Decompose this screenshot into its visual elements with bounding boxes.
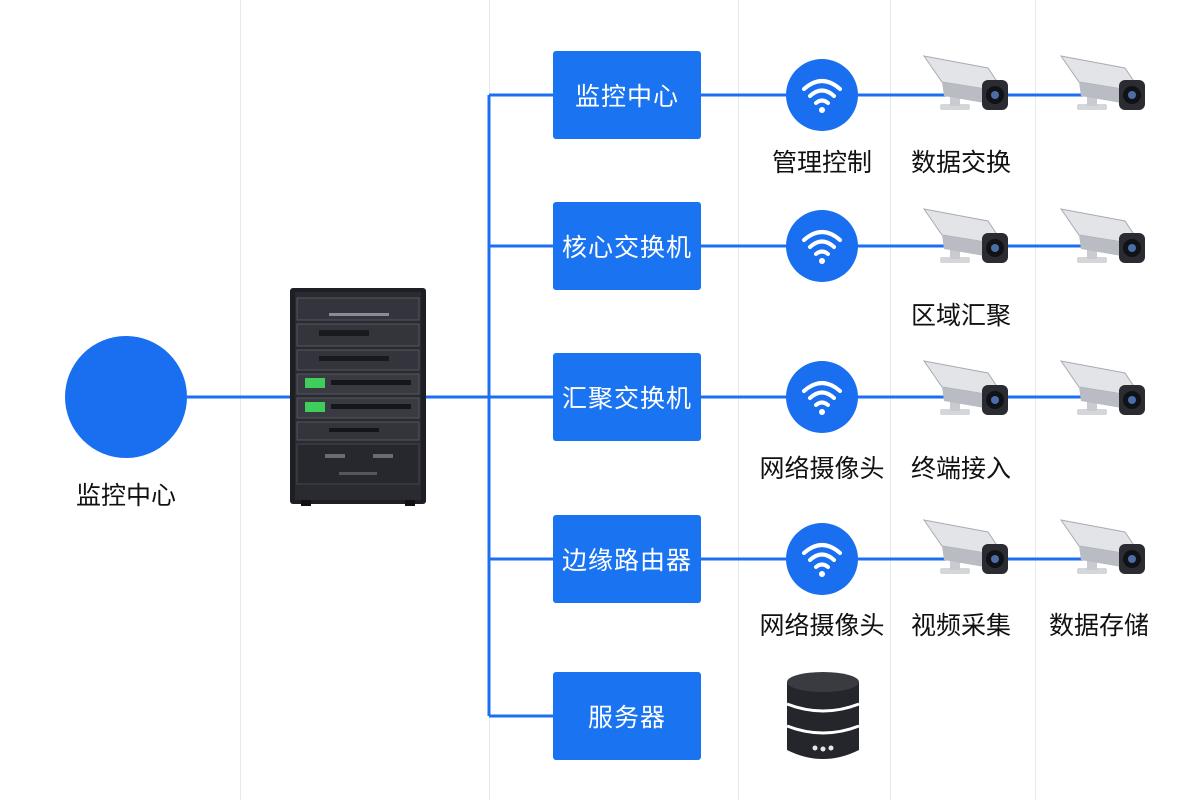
security-camera-icon: [923, 519, 1009, 575]
wifi-icon: [786, 361, 858, 433]
circle-node-icon: [65, 336, 187, 458]
guide-line: [1035, 0, 1036, 800]
security-camera-icon: [1060, 208, 1146, 264]
wifi-icon: [786, 210, 858, 282]
box-server[interactable]: 服务器: [553, 672, 701, 760]
wifi-icon: [786, 523, 858, 595]
box-core-switch[interactable]: 核心交换机: [553, 202, 701, 290]
wifi-label: 网络摄像头: [759, 611, 885, 640]
guide-line: [738, 0, 739, 800]
wifi-label: 管理控制: [771, 148, 872, 177]
center-label: 监控中心: [75, 481, 176, 510]
box-aggregation-switch[interactable]: 汇聚交换机: [553, 353, 701, 441]
security-camera-icon: [923, 55, 1009, 111]
server-rack-icon: [289, 286, 427, 512]
guide-line: [240, 0, 241, 800]
guide-line: [890, 0, 891, 800]
camera-label: 数据交换: [910, 148, 1011, 177]
security-camera-icon: [1060, 55, 1146, 111]
database-icon: [785, 668, 861, 768]
box-edge-router[interactable]: 边缘路由器: [553, 515, 701, 603]
box-monitoring-center[interactable]: 监控中心: [553, 51, 701, 139]
camera-label: 数据存储: [1048, 611, 1149, 640]
camera-label: 区域汇聚: [910, 301, 1011, 330]
security-camera-icon: [1060, 360, 1146, 416]
security-camera-icon: [923, 208, 1009, 264]
camera-label: 视频采集: [910, 611, 1011, 640]
camera-label: 终端接入: [910, 454, 1011, 483]
wifi-label: 网络摄像头: [759, 454, 885, 483]
security-camera-icon: [1060, 519, 1146, 575]
wifi-icon: [786, 59, 858, 131]
security-camera-icon: [923, 360, 1009, 416]
